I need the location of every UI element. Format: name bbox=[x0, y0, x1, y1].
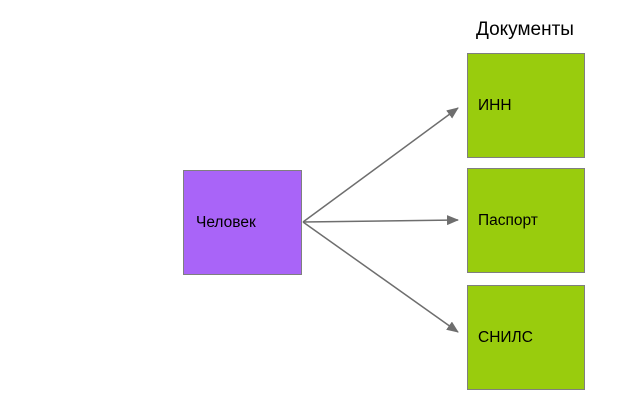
document-node-snils: СНИЛС bbox=[467, 285, 585, 390]
diagram-title: Документы bbox=[476, 19, 574, 40]
arrow-person-to-snils bbox=[302, 221, 459, 333]
person-node-label: Человек bbox=[196, 213, 256, 231]
document-node-inn-label: ИНН bbox=[478, 96, 512, 114]
document-node-inn: ИНН bbox=[467, 53, 585, 158]
arrow-person-to-inn bbox=[302, 107, 459, 223]
document-node-snils-label: СНИЛС bbox=[478, 328, 533, 346]
person-node: Человек bbox=[183, 170, 302, 275]
document-node-passport: Паспорт bbox=[467, 168, 585, 273]
arrow-person-to-passport bbox=[302, 215, 459, 226]
document-node-passport-label: Паспорт bbox=[478, 211, 538, 229]
